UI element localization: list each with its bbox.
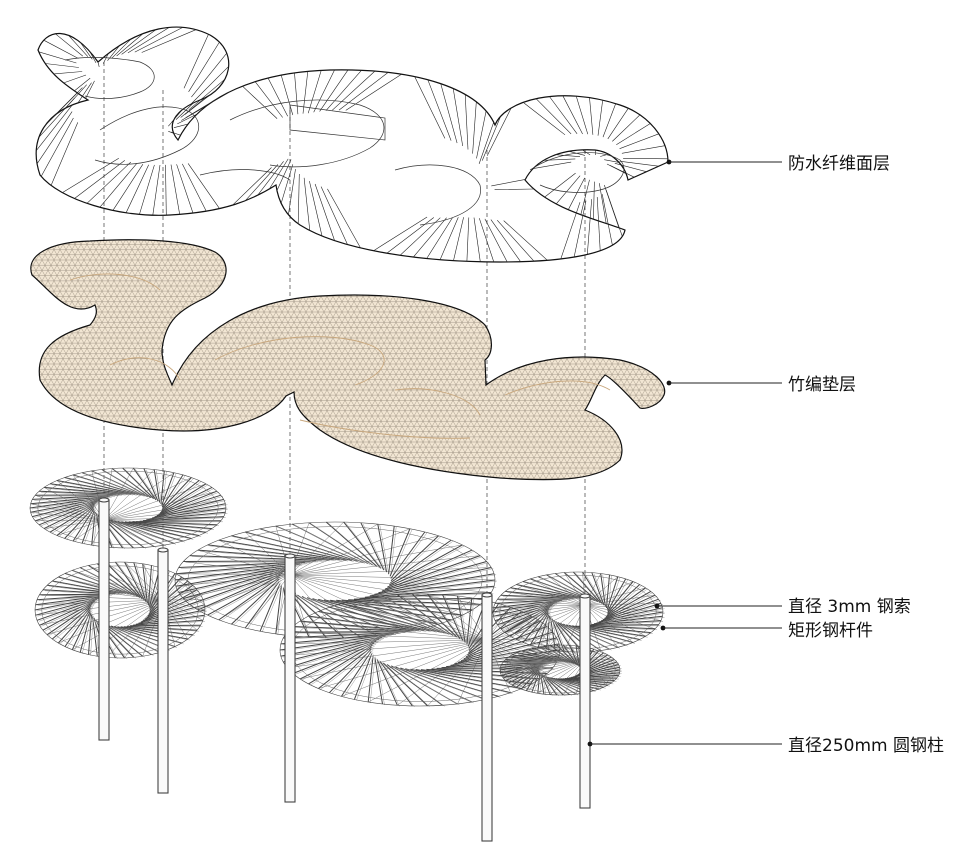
steel-column-4 [481,592,493,842]
steel-columns [98,497,591,842]
steel-column-5 [579,593,591,809]
steel-structure-layer [29,467,666,842]
steel-cables [30,468,664,707]
annotation-waterproof: 防水纤维面层 [666,154,890,174]
label-steel-member: 矩形钢杆件 [788,621,873,641]
annotation-steel-member: 矩形钢杆件 [660,621,873,641]
steel-column-1 [98,497,110,741]
annotation-column: 直径250mm 圆钢柱 [587,736,944,756]
steel-column-2 [157,547,169,794]
steel-column-3 [284,553,296,803]
label-steel-column: 直径250mm 圆钢柱 [788,736,944,756]
annotation-cable: 直径 3mm 钢索 [654,597,911,617]
membrane-ribs [36,27,668,263]
annotation-bamboo: 竹编垫层 [666,375,856,395]
bamboo-mat-layer [30,239,666,481]
waterproof-membrane-layer [35,26,669,263]
label-bamboo-layer: 竹编垫层 [788,375,856,395]
label-waterproof-layer: 防水纤维面层 [788,154,890,174]
label-steel-cable: 直径 3mm 钢索 [788,597,911,617]
